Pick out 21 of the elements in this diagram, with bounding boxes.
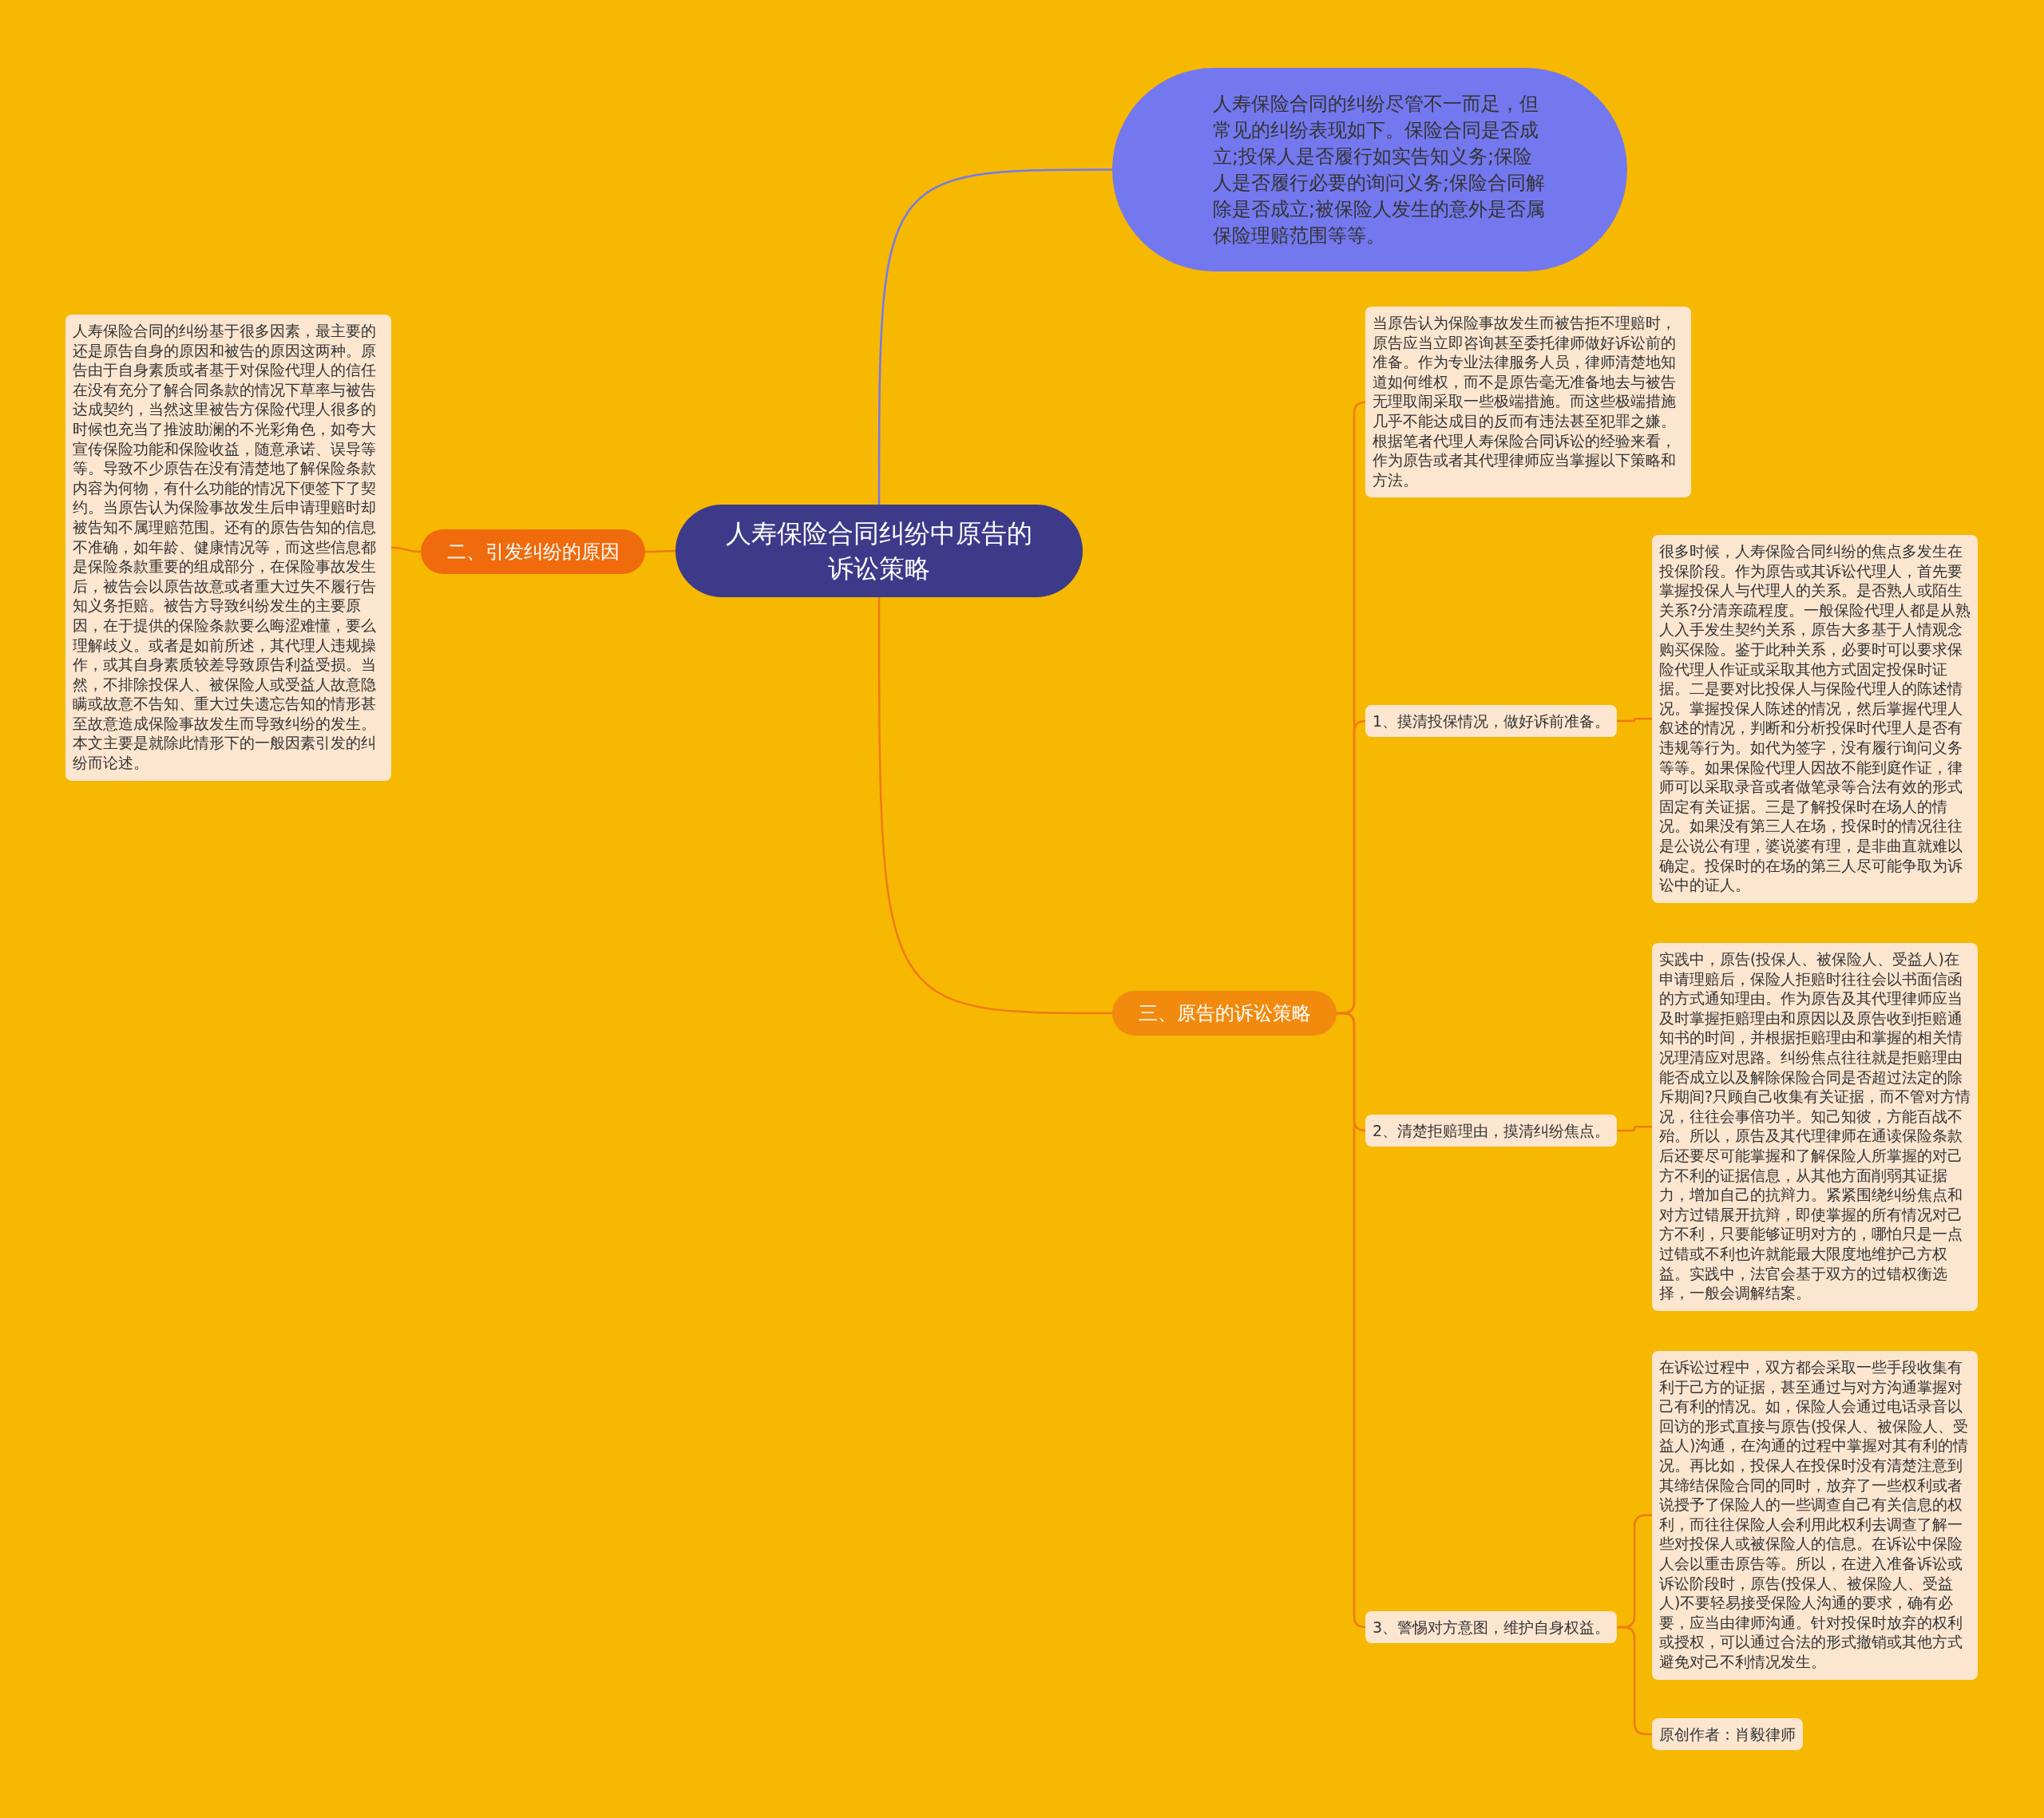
connector-line	[645, 549, 675, 553]
connector-line	[390, 546, 422, 553]
connector-line	[877, 168, 1112, 505]
text-card: 在诉讼过程中，双方都会采取一些手段收集有利于己方的证据，甚至通过与对方沟通掌握对己有利的情况。如，保险人会通过电话录音以回访的形式直接与原告(投保人、被保险人、受益人)沟通，在沟通的过程中掌握对其有利的情况。再比如，投保人在投保时没有清楚注意到其缔结保险合同的同时，放弃了一些权利或者说授予了保险人的一些调查自己有关信息的权利，而往往保险人会利用此权利去调查了解一些对投保人或被保险人的信息。在诉讼中保险人会以重击原告等。所以，在进入准备诉讼或诉讼阶段时，原告(投保人、被保险人、受益人)不要轻易接受保险人沟通的要求，确有必要，应当由律师沟通。针对投保时放弃的权利或授权，可以通过合法的形式撤销或其他方式避免对己不利情况发生。	[1652, 1351, 1978, 1680]
subtopic-label: 3、警惕对方意图，维护自身权益。	[1365, 1611, 1618, 1643]
branch-topic: 二、引发纠纷的原因	[421, 529, 645, 574]
text-card: 当原告认为保险事故发生而被告拒不理赔时，原告应当立即咨询甚至委托律师做好诉讼前的准备。作为专业法律服务人员，律师清楚地知道如何维权，而不是原告毫无准备地去与被告无理取闹采取一些极端措施。而这些极端措施几乎不能达成目的反而有违法甚至犯罪之嫌。根据笔者代理人寿保险合同诉讼的经验来看，作为原告或者其代理律师应当掌握以下策略和方法。	[1365, 307, 1691, 498]
subtopic-label: 1、摸清投保情况，做好诉前准备。	[1365, 705, 1618, 737]
central-topic: 人寿保险合同纠纷中原告的诉讼策略	[675, 505, 1083, 597]
text-card: 人寿保险合同的纠纷基于很多因素，最主要的还是原告自身的原因和被告的原因这两种。原告由于自身素质或者基于对保险代理人的信任在没有充分了解合同条款的情况下草率与被告达成契约，当然这里被告方保险代理人很多的时候也充当了推波助澜的不光彩角色，如夸大宣传保险功能和保险收益，随意承诺、误导等等。导致不少原告在没有清楚地了解保险条款内容为何物，有什么功能的情况下便签下了契约。当原告认为保险事故发生后申请理赔时却被告知不属理赔范围。还有的原告告知的信息不准确，如年龄、健康情况等，而这些信息都是保险条款重要的组成部分，在保险事故发生后，被告会以原告故意或者重大过失不履行告知义务拒赔。被告方导致纠纷发生的主要原因，在于提供的保险条款要么晦涩难懂，要么理解歧义。或者是如前所述，其代理人违规操作，或其自身素质较差导致原告利益受损。当然，不排除投保人、被保险人或受益人故意隐瞒或故意不告知、重大过失遗忘告知的情形甚至故意造成保险事故发生而导致纠纷的发生。本文主要是就除此情形下的一般因素引发的纠纷而论述。	[65, 315, 391, 781]
text-card: 很多时候，人寿保险合同纠纷的焦点多发生在投保阶段。作为原告或其诉讼代理人，首先要掌握投保人与代理人的关系。是否熟人或陌生关系?分清亲疏程度。一般保险代理人都是从熟人入手发生契约关系，原告大多基于人情观念购买保险。鉴于此种关系，必要时可以要求保险代理人作证或采取其他方式固定投保时证据。二是要对比投保人与保险代理人的陈述情况。掌握投保人陈述的情况，然后掌握代理人叙述的情况，判断和分析投保时代理人是否有违规等行为。如代为签字，没有履行询问义务等等。如果保险代理人因故不能到庭作证，律师可以采取录音或者做笔录等合法有效的形式固定有关证据。三是了解投保时在场人的情况。如果没有第三人在场，投保时的情况往往是公说公有理，婆说婆有理，是非曲直就难以确定。投保时的在场的第三人尽可能争取为诉讼中的证人。	[1652, 535, 1978, 903]
text-card: 实践中，原告(投保人、被保险人、受益人)在申请理赔后，保险人拒赔时往往会以书面信函的方式通知理由。作为原告及其代理律师应当及时掌握拒赔理由和原因以及原告收到拒赔通知书的时间，并根据拒赔理由和掌握的相关情况理清应对思路。纠纷焦点往往就是拒赔理由能否成立以及解除保险合同是否超过法定的除斥期间?只顾自己收集有关证据，而不管对方情况，往往会事倍功半。知己知彼，方能百战不殆。所以，原告及其代理律师在通读保险条款后还要尽可能掌握和了解保险人所掌握的对己方不利的证据信息，从其他方面削弱其证据力，增加自己的抗辩力。紧紧围绕纠纷焦点和对方过错展开抗辩，即使掌握的所有情况对己方不利，只要能够证明对方的，哪怕只是一点过错或不利也许就能最大限度地维护己方权益。实践中，法官会基于双方的过错权衡选择，一般会调解结案。	[1652, 943, 1978, 1311]
connector-line	[877, 597, 1112, 1015]
subtopic-label: 原创作者：肖毅律师	[1652, 1718, 1803, 1750]
connector-line	[1617, 1126, 1652, 1132]
subtopic-label: 2、清楚拒赔理由，摸清纠纷焦点。	[1365, 1115, 1618, 1147]
connector-line	[1337, 1012, 1367, 1629]
summary-bubble: 人寿保险合同的纠纷尽管不一而足，但常见的纠纷表现如下。保险合同是否成立;投保人是否履行如实告知义务;保险人是否履行必要的询问义务;保险合同解除是否成立;被保险人发生的意外是否属保险理赔范围等等。	[1112, 68, 1627, 271]
connector-line	[1617, 1626, 1652, 1736]
branch-topic: 三、原告的诉讼策略	[1112, 991, 1337, 1036]
connector-line	[1617, 718, 1652, 723]
